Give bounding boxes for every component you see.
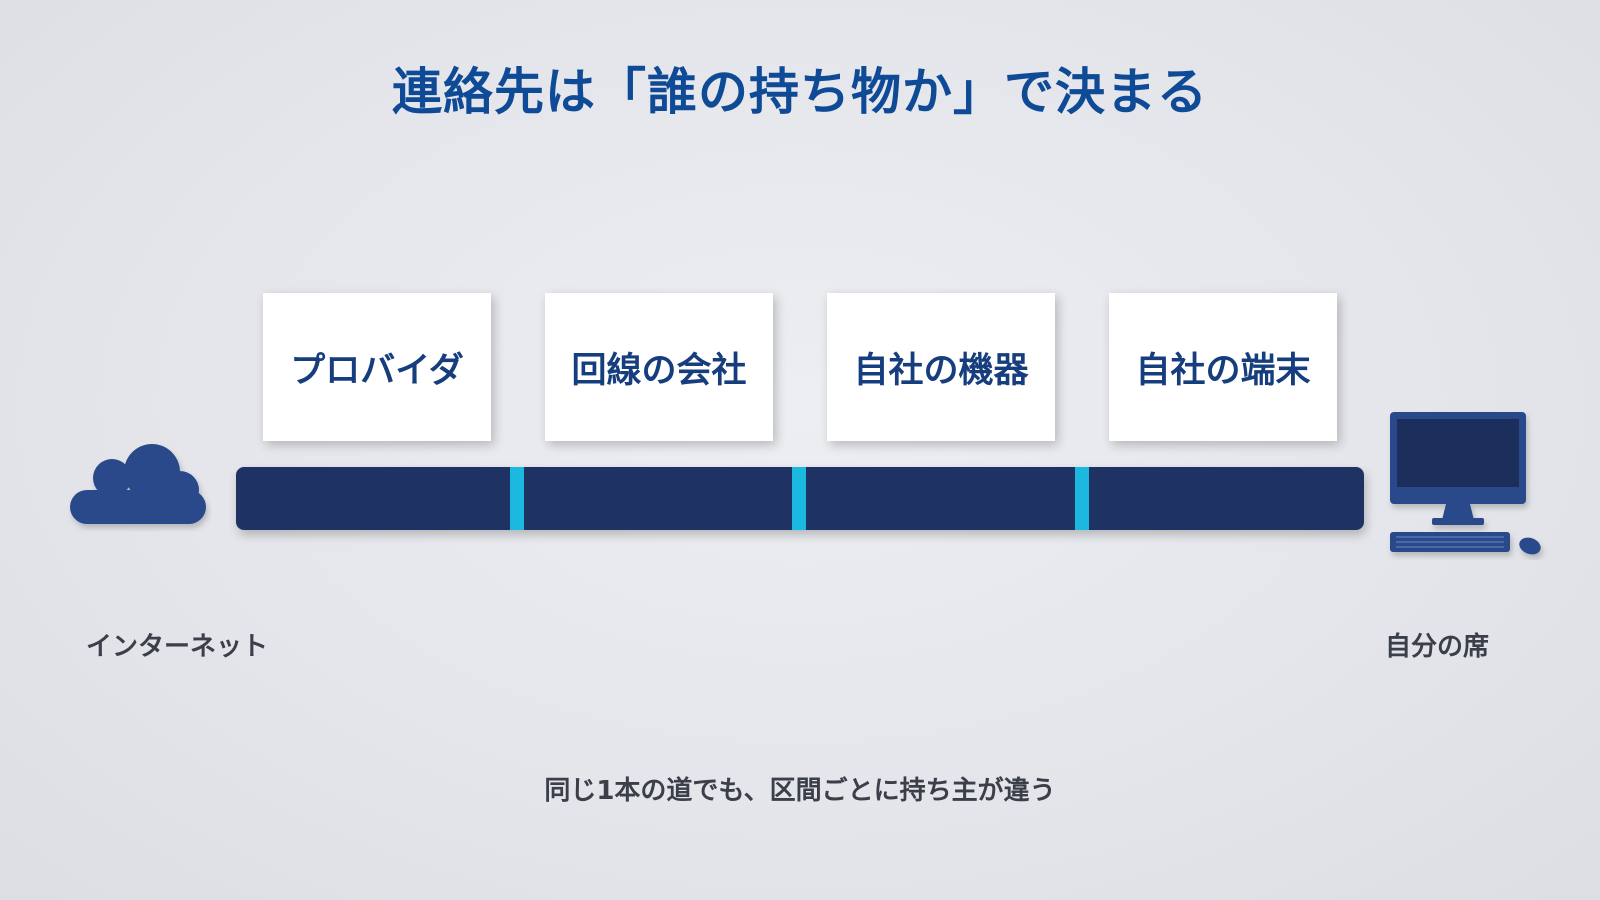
segment-divider <box>510 467 524 530</box>
segment-label: 自社の機器 <box>853 350 1029 391</box>
segment-label: プロバイダ <box>290 350 464 391</box>
cloud-icon <box>68 442 212 532</box>
segment-card-provider: プロバイダ <box>263 293 491 441</box>
internet-label: インターネット <box>86 632 269 662</box>
page-title: 連絡先は「誰の持ち物か」で決まる <box>392 63 1208 121</box>
segment-divider <box>1075 467 1089 530</box>
my-desk-label: 自分の席 <box>1385 632 1490 662</box>
segment-card-line-company: 回線の会社 <box>545 293 773 441</box>
segment-card-company-equipment: 自社の機器 <box>827 293 1055 441</box>
segment-label: 回線の会社 <box>571 350 747 391</box>
caption: 同じ1本の道でも、区間ごとに持ち主が違う <box>544 776 1056 806</box>
segment-card-company-terminal: 自社の端末 <box>1109 293 1337 441</box>
segment-divider <box>792 467 806 530</box>
computer-icon <box>1386 410 1548 560</box>
segment-label: 自社の端末 <box>1135 350 1311 391</box>
